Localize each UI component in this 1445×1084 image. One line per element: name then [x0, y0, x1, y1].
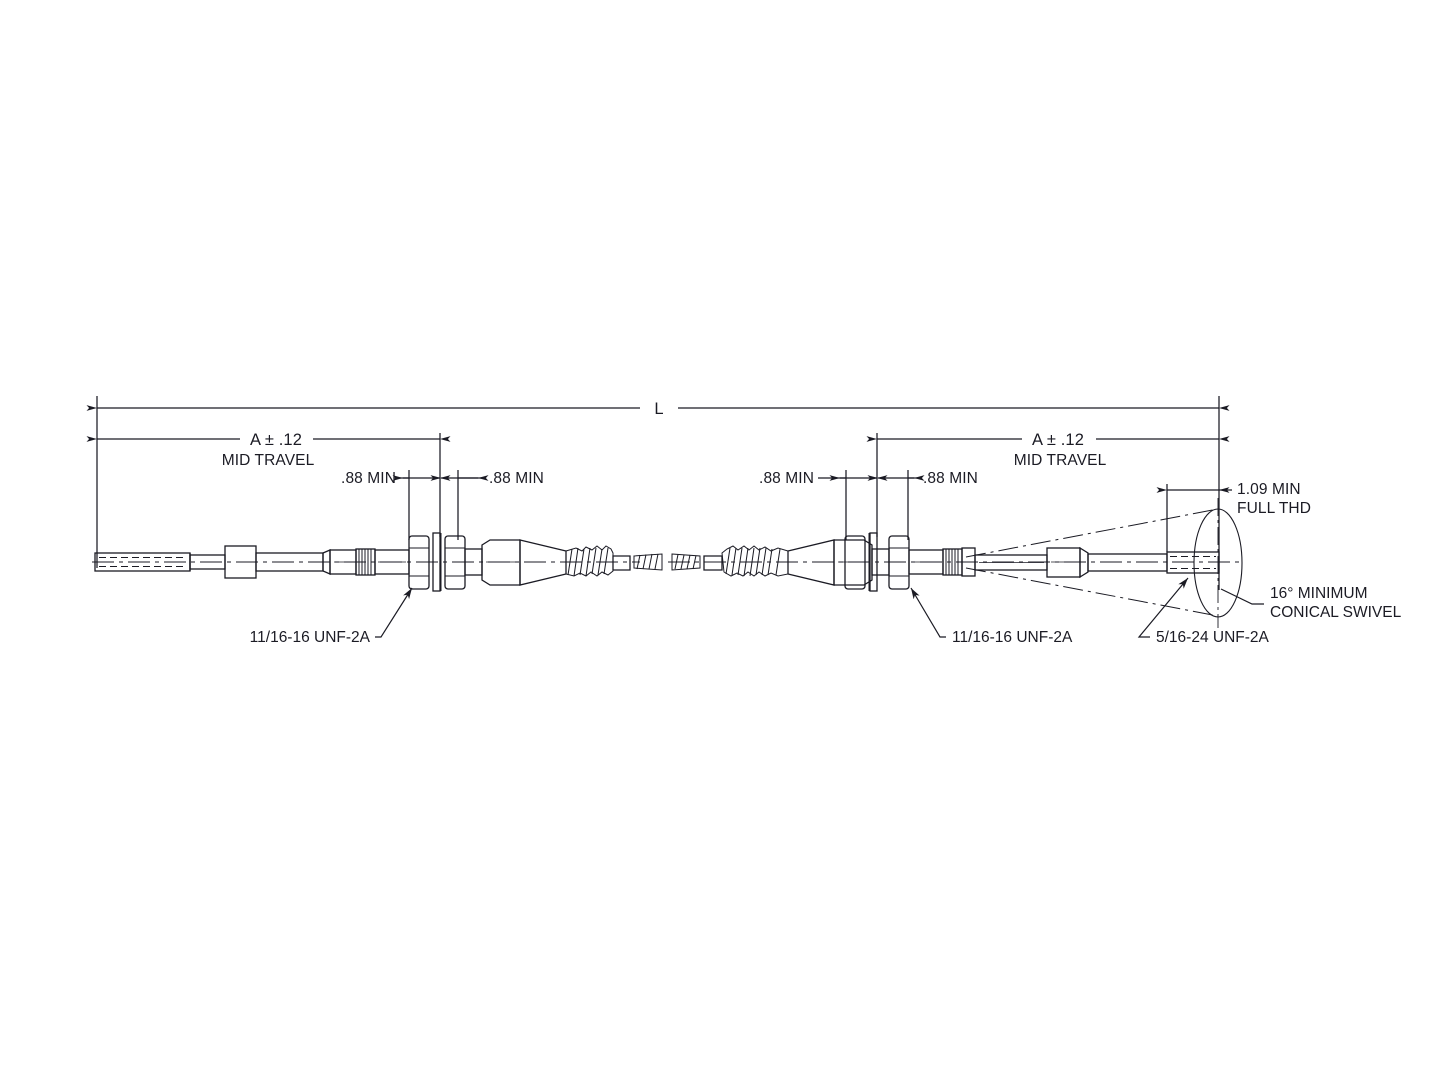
label-left-088-min-2: .88 MIN [489, 470, 544, 487]
right-bulkhead-panel [869, 532, 878, 592]
label-A-right-note: MID TRAVEL [1014, 452, 1107, 469]
label-conical-swivel-angle: 16° MINIMUM [1270, 585, 1367, 602]
label-full-thd-value: 1.09 MIN [1237, 481, 1301, 498]
leader-left-thread [375, 587, 413, 638]
left-hex-nut-2 [444, 535, 466, 590]
conical-swivel-envelope [965, 508, 1219, 617]
label-right-088-min-2: .88 MIN [923, 470, 978, 487]
cone-line-upper [965, 508, 1219, 558]
dimension-labels: L A ± .12 MID TRAVEL A ± .12 MID TRAVEL … [222, 400, 1311, 517]
cone-line-lower [965, 567, 1219, 617]
left-bulkhead-panel [432, 532, 441, 592]
left-hex-nut-1 [408, 535, 430, 590]
leader-conical-swivel [1220, 588, 1264, 605]
dimension-block [86, 396, 1232, 590]
right-outer-conduit [787, 539, 835, 586]
right-wire-break-stub [671, 553, 701, 571]
left-knurl-lines [358, 549, 372, 575]
leader-rod-end-thread [1137, 577, 1189, 638]
label-A-left-note: MID TRAVEL [222, 452, 315, 469]
left-inner-wire [612, 555, 631, 571]
right-mid-collar-taper [1079, 546, 1089, 579]
left-outer-conduit [519, 539, 567, 586]
label-rod-end-thread-callout: 5/16-24 UNF-2A [1156, 629, 1270, 646]
leader-lines [375, 577, 1264, 638]
callout-labels: 11/16-16 UNF-2A 11/16-16 UNF-2A 5/16-24 … [250, 585, 1402, 646]
left-braid-detail [565, 545, 614, 577]
right-mid-collar [1046, 547, 1081, 578]
left-housing [481, 539, 521, 586]
right-inner-wire [703, 555, 723, 571]
label-right-thread-callout: 11/16-16 UNF-2A [952, 629, 1073, 646]
right-housing [833, 539, 873, 586]
label-left-088-min-1: .88 MIN [341, 470, 396, 487]
label-left-thread-callout: 11/16-16 UNF-2A [250, 629, 371, 646]
right-braid-detail [721, 545, 789, 577]
left-cable-assembly [92, 532, 663, 592]
label-A-right: A ± .12 [1032, 431, 1084, 449]
right-hex-nut-1 [888, 535, 910, 590]
left-wire-break-stub [633, 553, 663, 571]
right-threaded-rod-end [1166, 551, 1220, 574]
label-conical-swivel-note: CONICAL SWIVEL [1270, 604, 1402, 621]
label-full-thd-note: FULL THD [1237, 500, 1311, 517]
right-hex-nut-2 [844, 535, 866, 590]
label-overall-length: L [654, 400, 663, 418]
leader-right-thread [910, 587, 946, 638]
label-right-088-min-1: .88 MIN [759, 470, 814, 487]
label-A-left: A ± .12 [250, 431, 302, 449]
conical-swivel-ellipse [1193, 508, 1243, 618]
right-cable-assembly [668, 498, 1243, 628]
right-rod-to-end [1087, 553, 1168, 572]
right-knurl-lines [945, 549, 959, 575]
